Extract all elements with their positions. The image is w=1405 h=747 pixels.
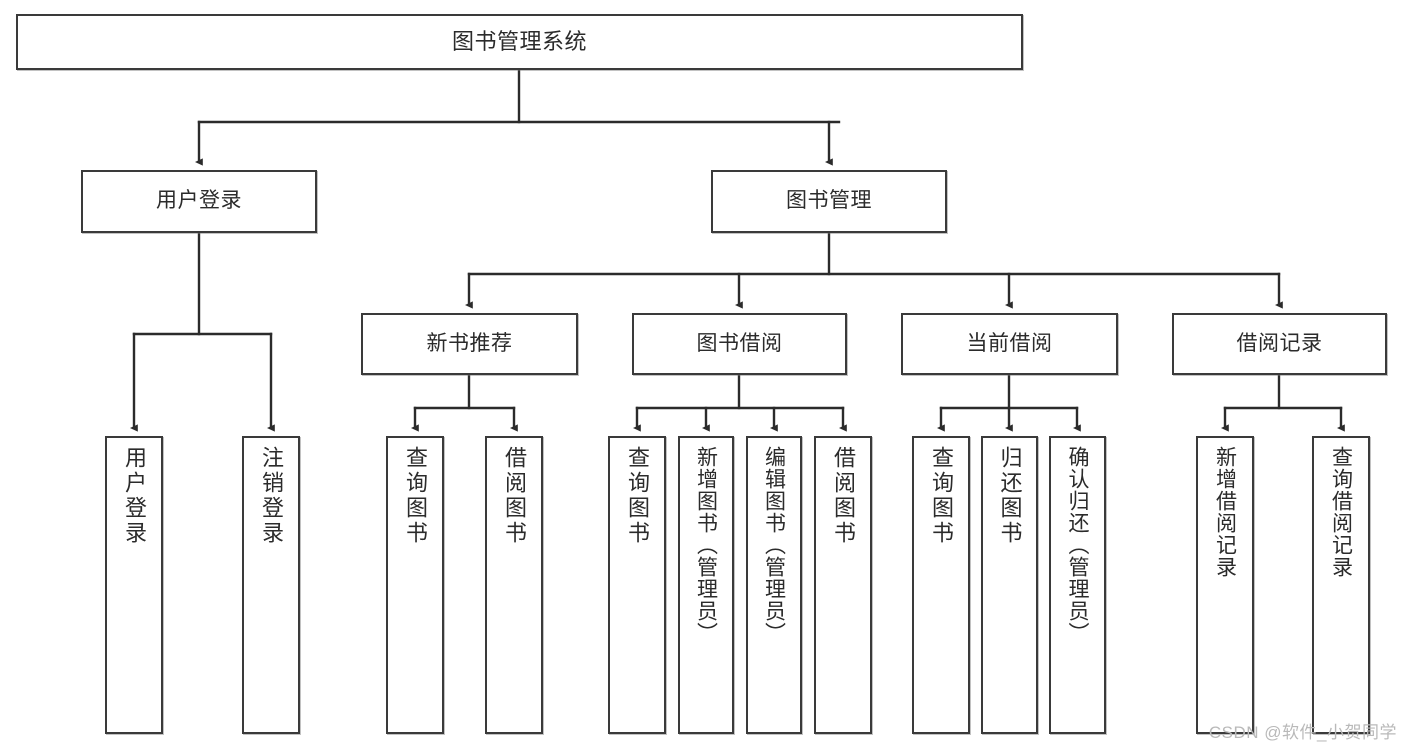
- node-leaf-borrow-book[interactable]: 借阅图书: [814, 436, 872, 734]
- node-label: 借阅记录: [1236, 331, 1323, 355]
- node-label: 查询借阅记录: [1329, 446, 1353, 578]
- node-label: 新增图书（管理员）: [694, 446, 718, 644]
- watermark: CSDN @软件_小贺同学: [1208, 723, 1397, 742]
- node-label: 确认归还（管理员）: [1066, 446, 1089, 644]
- node-label: 图书管理: [786, 189, 872, 213]
- node-label: 归还图书: [997, 446, 1023, 546]
- node-leaf-return-book[interactable]: 归还图书: [981, 436, 1038, 734]
- node-new-book-recommendation[interactable]: 新书推荐: [361, 313, 578, 375]
- node-label: 查询图书: [929, 446, 954, 546]
- node-leaf-user-login[interactable]: 用户登录: [105, 436, 163, 734]
- node-label: 注销登录: [259, 446, 284, 546]
- node-leaf-edit-book-admin[interactable]: 编辑图书（管理员）: [746, 436, 802, 734]
- node-leaf-add-book-admin[interactable]: 新增图书（管理员）: [678, 436, 734, 734]
- node-leaf-query-book-borrow[interactable]: 查询图书: [608, 436, 666, 734]
- node-borrowing-record[interactable]: 借阅记录: [1172, 313, 1387, 375]
- node-leaf-query-book-current[interactable]: 查询图书: [912, 436, 970, 734]
- node-leaf-add-borrow-record[interactable]: 新增借阅记录: [1196, 436, 1254, 734]
- node-label: 新书推荐: [426, 331, 513, 355]
- node-label: 当前借阅: [966, 331, 1053, 355]
- node-label: 查询图书: [625, 446, 650, 546]
- node-leaf-query-book-new[interactable]: 查询图书: [386, 436, 444, 734]
- node-user-login[interactable]: 用户登录: [81, 170, 317, 233]
- node-label: 借阅图书: [502, 446, 527, 546]
- node-label: 查询图书: [403, 446, 428, 546]
- node-label: 用户登录: [122, 446, 147, 546]
- node-label: 图书借阅: [696, 331, 783, 355]
- node-current-borrowing[interactable]: 当前借阅: [901, 313, 1118, 375]
- node-label: 新增借阅记录: [1213, 446, 1237, 578]
- node-leaf-borrow-book-new[interactable]: 借阅图书: [485, 436, 543, 734]
- node-leaf-confirm-return-admin[interactable]: 确认归还（管理员）: [1049, 436, 1106, 734]
- node-leaf-query-borrow-record[interactable]: 查询借阅记录: [1312, 436, 1370, 734]
- node-book-management[interactable]: 图书管理: [711, 170, 947, 233]
- node-label: 编辑图书（管理员）: [762, 446, 786, 644]
- node-book-borrowing[interactable]: 图书借阅: [632, 313, 847, 375]
- node-label: 用户登录: [156, 189, 242, 213]
- node-root-book-management-system[interactable]: 图书管理系统: [16, 14, 1023, 70]
- node-label: 借阅图书: [831, 446, 856, 546]
- node-leaf-logout[interactable]: 注销登录: [242, 436, 300, 734]
- node-label: 图书管理系统: [451, 29, 587, 55]
